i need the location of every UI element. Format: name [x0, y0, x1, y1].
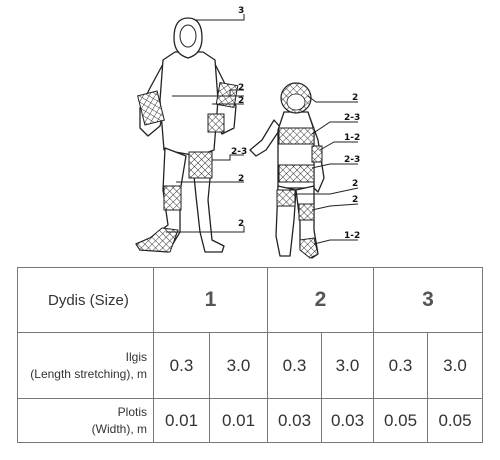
adult-forearm-mesh-a: [215, 82, 239, 108]
callout-adult-arm-upper: 2: [238, 83, 244, 93]
length-row: Ilgis (Length stretching), m 0.3 3.0 0.3…: [17, 332, 483, 399]
adult-upper-arm-mesh: [137, 90, 165, 126]
size-label: Dydis (Size): [17, 267, 154, 333]
size-table: Dydis (Size) 1 2 3 Ilgis (Length stretch…: [17, 267, 483, 443]
adult-figure: [135, 14, 245, 253]
callout-adult-knee: 2: [238, 174, 244, 184]
width-label-main: Plotis: [117, 404, 147, 419]
adult-forearm-mesh-b: [207, 113, 225, 133]
adult-thigh-mesh: [188, 151, 213, 179]
width-value: 0.05: [427, 398, 483, 443]
size-2: 2: [267, 267, 374, 333]
length-value: 0.3: [373, 332, 428, 399]
callout-child-head: 2: [352, 93, 358, 103]
length-label-sub: (Length stretching), m: [30, 366, 147, 381]
callout-adult-head: 3: [238, 6, 244, 16]
callout-adult-arm-lower: 2: [238, 96, 244, 106]
callout-adult-thigh: 2-3: [231, 147, 247, 157]
length-value: 3.0: [321, 332, 374, 399]
size-3: 3: [373, 267, 483, 333]
length-value: 0.3: [153, 332, 210, 399]
width-label: Plotis (Width), m: [17, 398, 154, 443]
bandage-application-diagram: 3 2 2 2-3 2 2 2 2-3 1-2 2-3 2 2: [135, 6, 360, 259]
callout-child-belly: 2-3: [344, 155, 360, 165]
length-label-main: Ilgis: [125, 349, 147, 364]
adult-knee-mesh: [163, 185, 182, 211]
length-value: 3.0: [209, 332, 268, 399]
callout-child-thigh: 2: [352, 179, 358, 189]
callout-child-arm: 1-2: [344, 133, 360, 143]
child-foot-mesh: [299, 237, 319, 259]
length-label: Ilgis (Length stretching), m: [17, 332, 154, 399]
child-belly-mesh: [278, 164, 315, 183]
length-value: 3.0: [427, 332, 483, 399]
callout-child-chest: 2-3: [344, 113, 360, 123]
size-row: Dydis (Size) 1 2 3: [17, 267, 483, 333]
size-1: 1: [153, 267, 268, 333]
width-value: 0.03: [321, 398, 374, 443]
width-value: 0.05: [373, 398, 428, 443]
width-label-sub: (Width), m: [91, 421, 147, 436]
width-value: 0.01: [209, 398, 268, 443]
child-chest-mesh: [278, 127, 315, 145]
child-figure: [249, 82, 359, 259]
child-knee-mesh: [298, 203, 315, 221]
width-row: Plotis (Width), m 0.01 0.01 0.03 0.03 0.…: [17, 398, 483, 443]
length-value: 0.3: [267, 332, 322, 399]
child-arm-mesh: [311, 145, 323, 163]
callout-child-foot: 1-2: [344, 231, 360, 241]
adult-shin-mesh: [135, 227, 179, 253]
child-thigh-mesh: [276, 189, 296, 207]
width-value: 0.03: [267, 398, 322, 443]
callout-child-knee: 2: [352, 195, 358, 205]
width-value: 0.01: [153, 398, 210, 443]
callout-adult-shin: 2: [238, 219, 244, 229]
